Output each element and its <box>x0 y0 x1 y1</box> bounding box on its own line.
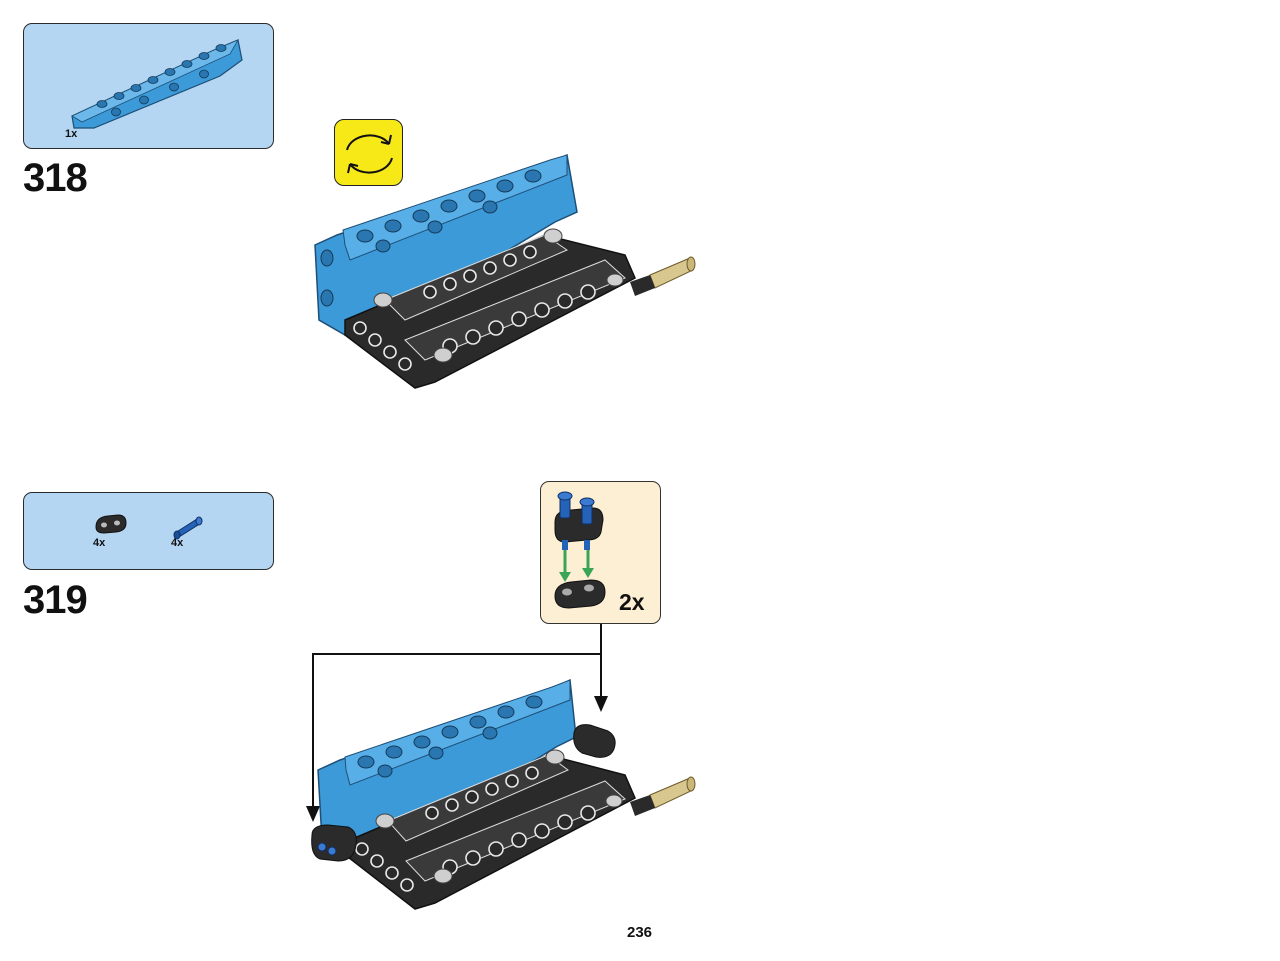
parts-list-box-319: 4x 4x <box>23 492 274 570</box>
parts-list-box-318: 1x <box>23 23 274 149</box>
subassembly-multiplier: 2x <box>619 589 645 615</box>
model-assembly-319 <box>311 678 696 910</box>
black-connector-icon <box>95 514 127 534</box>
callout-arrows <box>306 624 608 822</box>
model-assembly-318 <box>314 153 696 389</box>
rotate-model-icon <box>346 134 393 174</box>
part-quantity: 4x <box>93 537 106 549</box>
subassembly-diagram <box>554 491 606 609</box>
step-number-318: 318 <box>23 156 88 200</box>
rotate-indicator <box>334 119 403 186</box>
part-quantity: 1x <box>65 128 78 140</box>
subassembly-callout: 2x <box>540 481 661 624</box>
step-number-319: 319 <box>23 578 88 622</box>
page-number: 236 <box>627 924 653 941</box>
part-quantity: 4x <box>171 537 184 549</box>
blue-pin-icon <box>173 516 203 540</box>
blue-beam-icon <box>71 39 243 129</box>
